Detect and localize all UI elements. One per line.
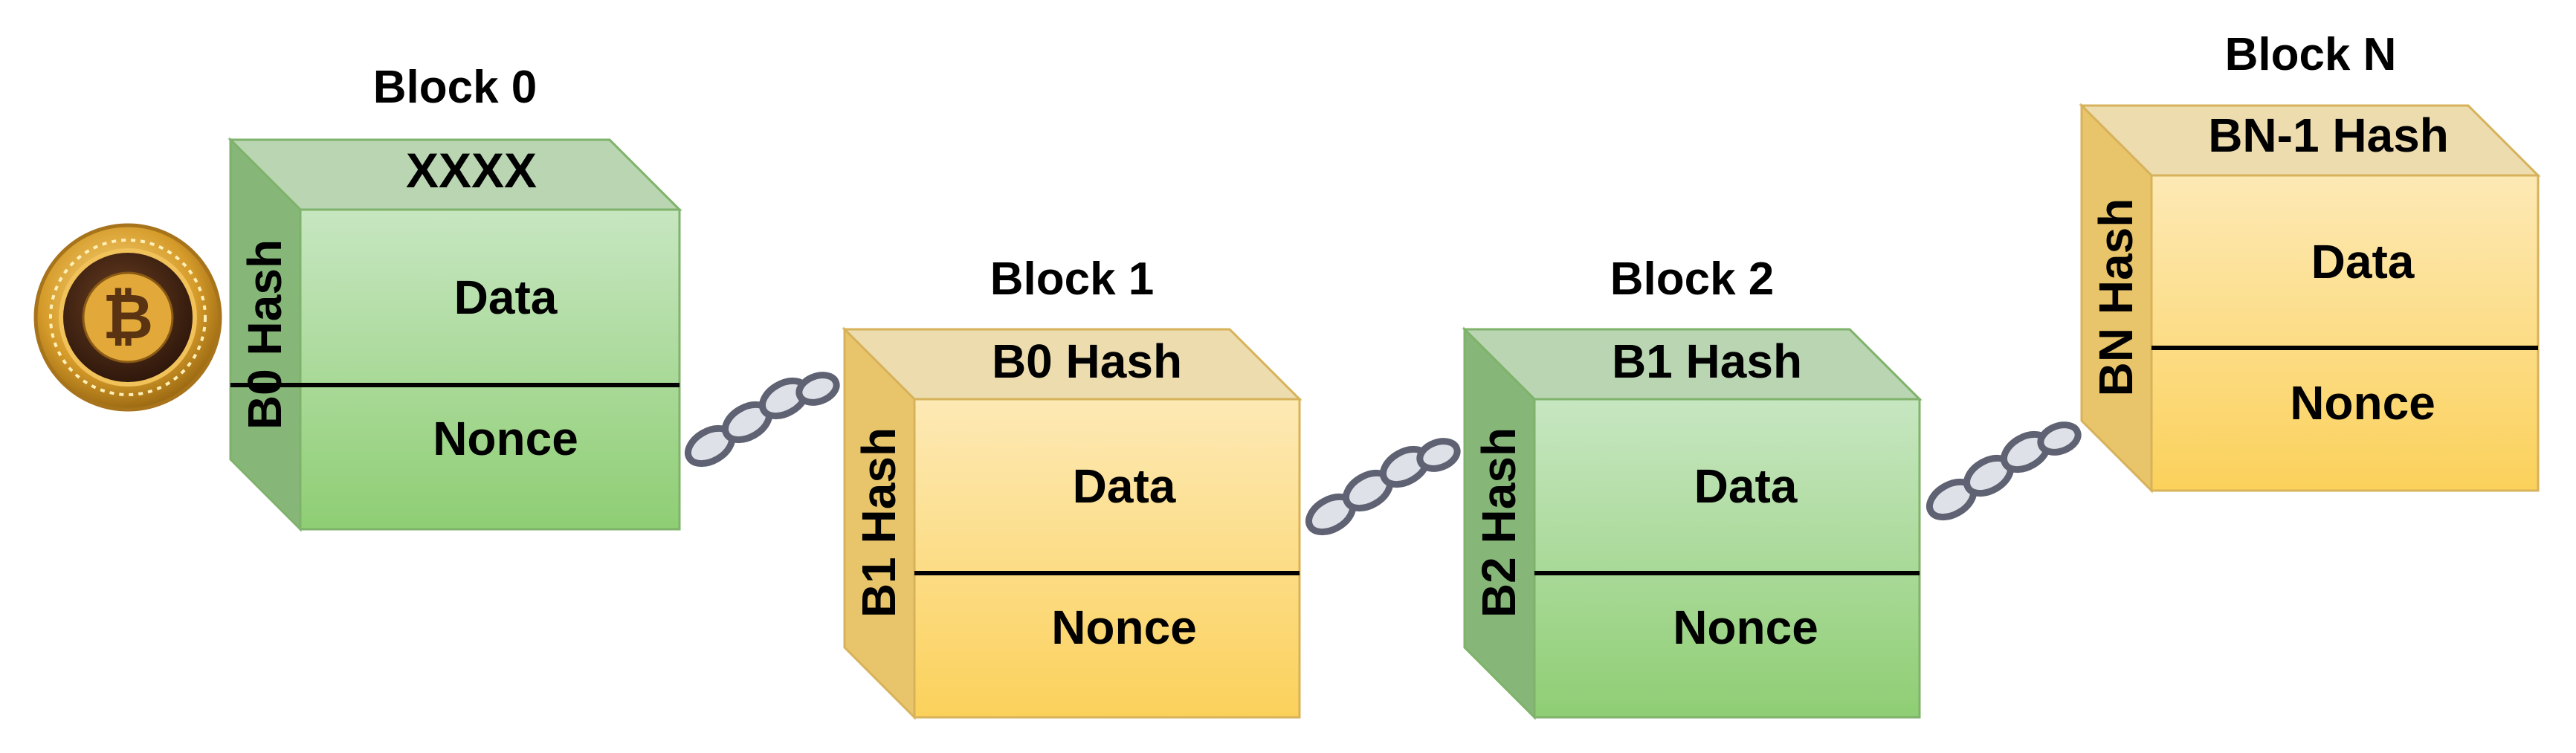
block-1-data-label: Data xyxy=(1073,459,1176,513)
block-2: Block 2 B1 Hash Data Nonce B2 Hash xyxy=(1462,253,1923,720)
bitcoin-coin-icon: ₿ xyxy=(33,223,222,412)
block-2-title: Block 2 xyxy=(1610,253,1775,305)
block-n-side-label: BN Hash xyxy=(2089,198,2143,397)
chain-link-icon xyxy=(685,372,840,468)
chain-link-icon xyxy=(1926,421,2082,521)
block-2-side-label: B2 Hash xyxy=(1472,427,1526,618)
block-0-title: Block 0 xyxy=(373,62,538,113)
block-1-nonce-label: Nonce xyxy=(1051,601,1197,654)
block-0-front-face xyxy=(299,208,681,531)
block-0: Block 0 XXXX Data Nonce B0 Hash xyxy=(227,62,682,532)
block-1-top-label: B0 Hash xyxy=(992,335,1182,388)
block-0-nonce-label: Nonce xyxy=(433,412,578,465)
block-n-front-face xyxy=(2150,174,2540,492)
block-2-data-label: Data xyxy=(1694,459,1798,513)
block-2-front-face xyxy=(1533,398,1921,719)
block-n: Block N BN-1 Hash Data Nonce BN Hash xyxy=(2079,29,2541,494)
block-2-nonce-label: Nonce xyxy=(1673,601,1818,654)
block-1: Block 1 B0 Hash Data Nonce B1 Hash xyxy=(842,253,1302,720)
block-1-front-face xyxy=(913,398,1301,719)
block-n-data-label: Data xyxy=(2311,235,2415,288)
block-0-data-label: Data xyxy=(454,271,558,324)
block-0-top-label: XXXX xyxy=(406,143,537,198)
block-n-title: Block N xyxy=(2225,29,2397,80)
block-1-side-label: B1 Hash xyxy=(852,427,906,618)
block-0-side-label: B0 Hash xyxy=(238,239,291,430)
chain-link-icon xyxy=(1305,438,1461,536)
block-1-title: Block 1 xyxy=(990,253,1155,305)
block-n-top-label: BN-1 Hash xyxy=(2208,109,2449,162)
block-2-top-label: B1 Hash xyxy=(1612,335,1802,388)
svg-text:₿: ₿ xyxy=(103,282,153,352)
block-n-nonce-label: Nonce xyxy=(2290,376,2435,430)
